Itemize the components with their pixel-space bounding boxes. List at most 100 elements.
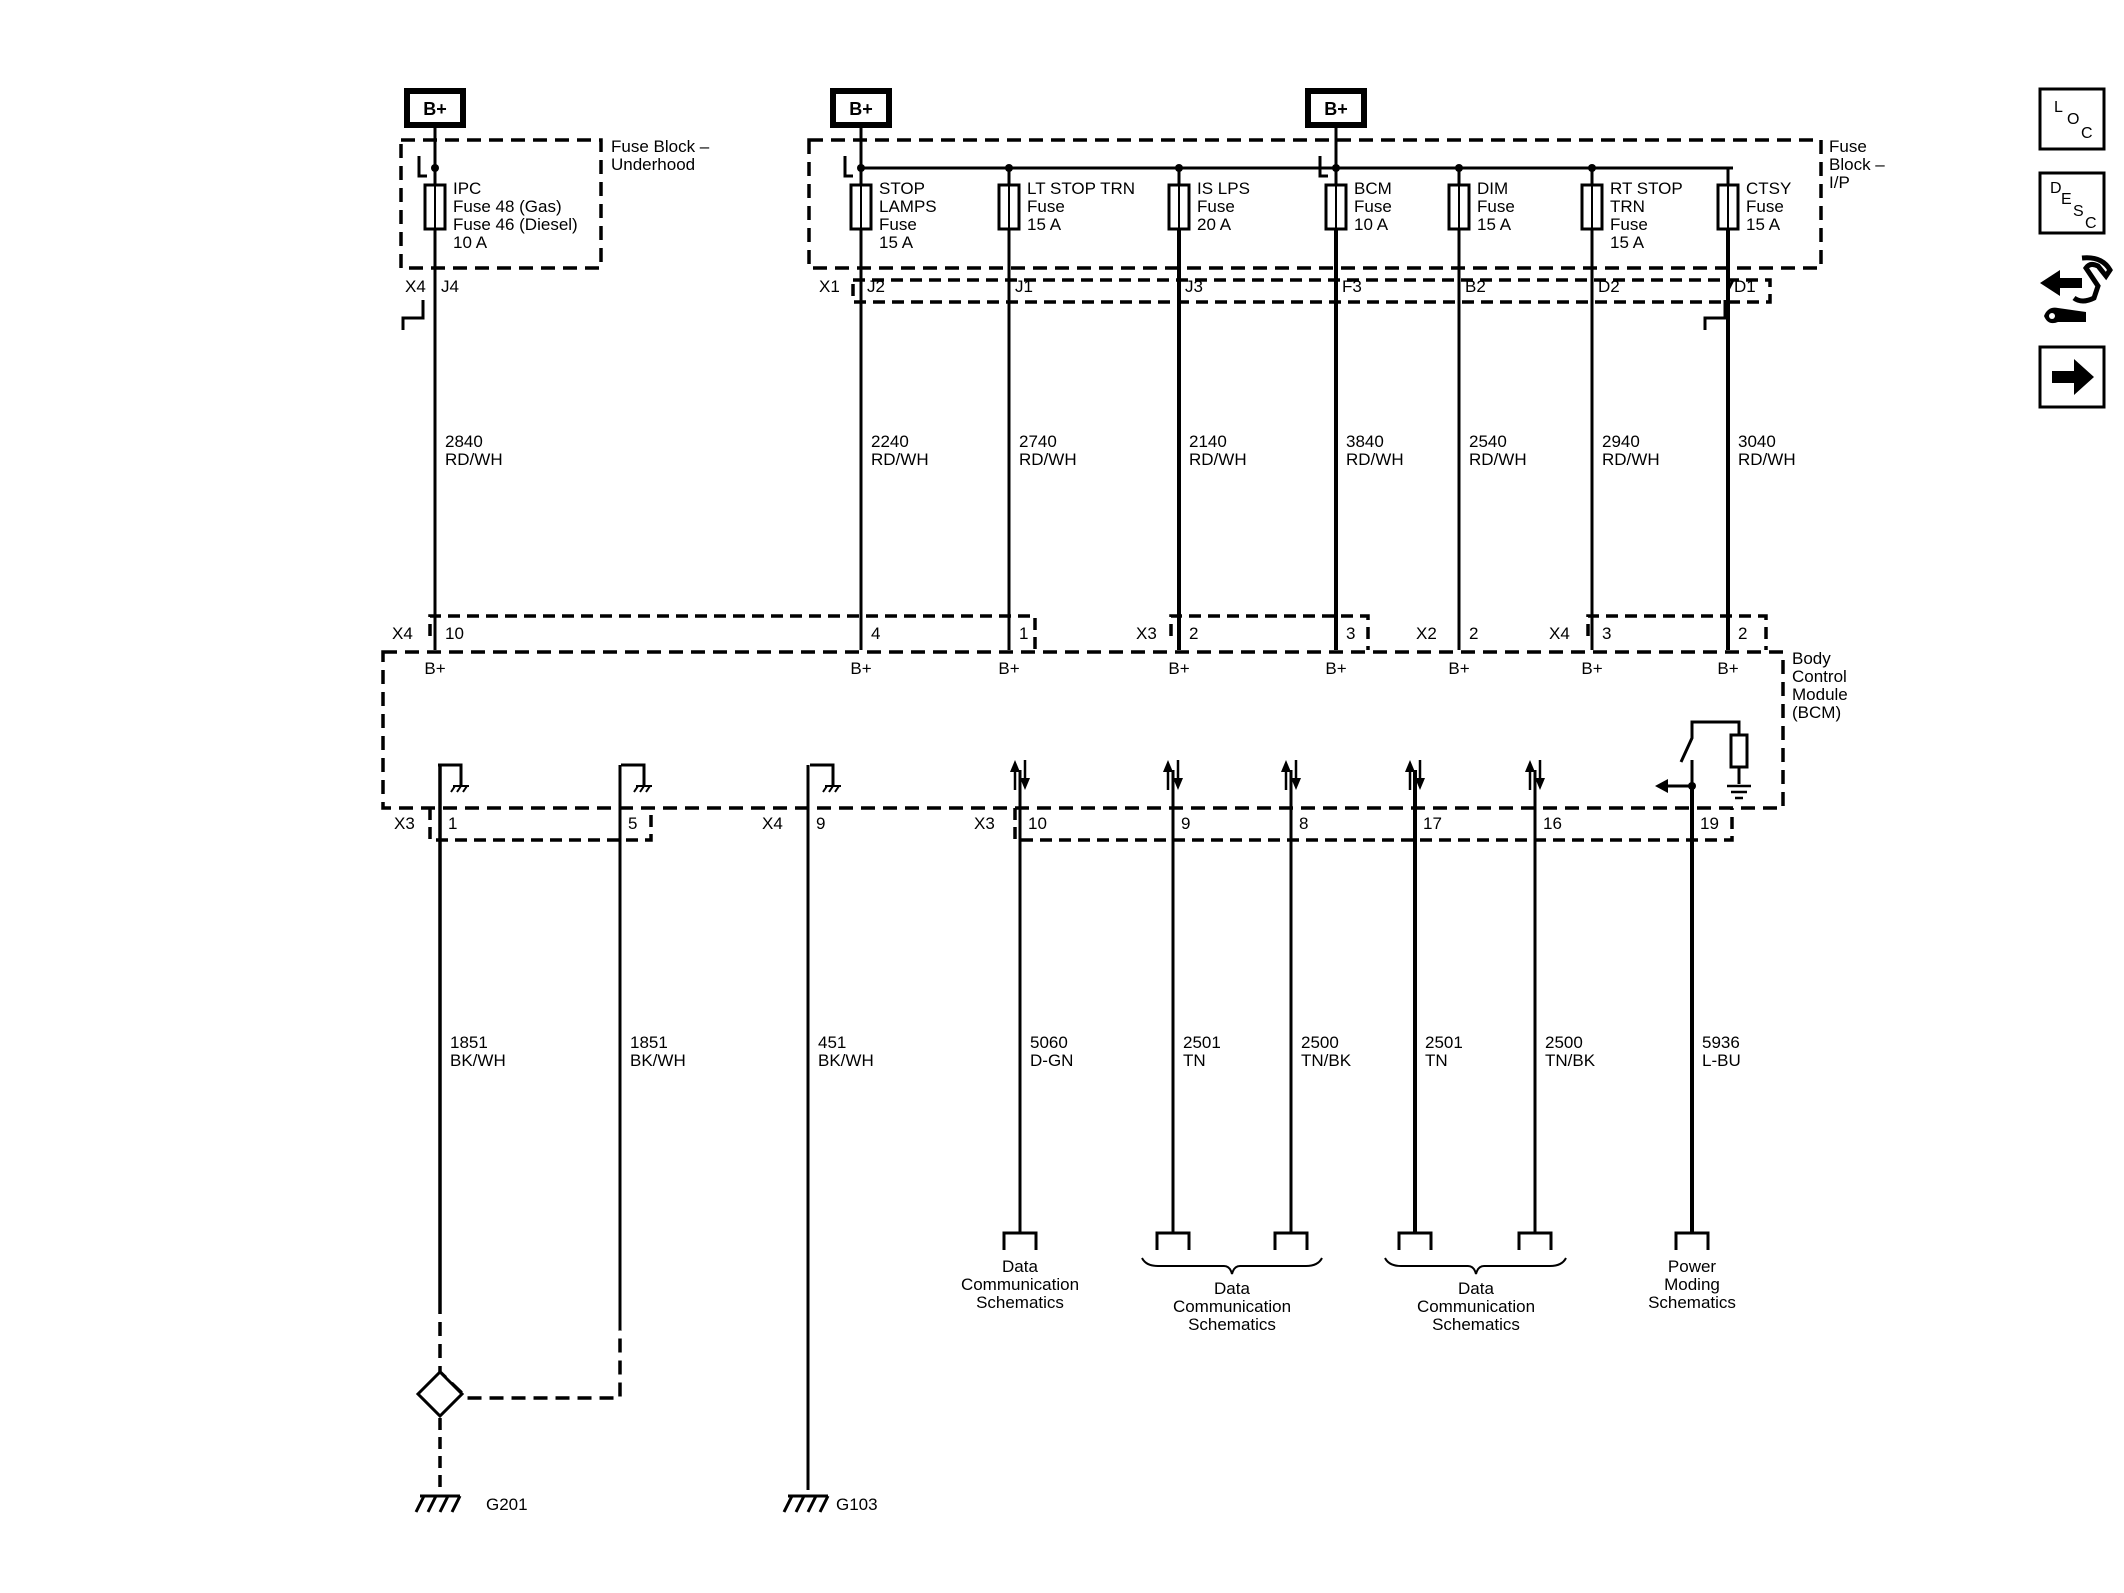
ground-terminal-g201: G201 (414, 1494, 528, 1514)
bidirectional-arrow (1010, 760, 1030, 790)
bcm-connector-label: X2 (1416, 624, 1437, 643)
ref-text: Schematics (976, 1293, 1064, 1312)
bcm-connector-label: X3 (974, 814, 995, 833)
bcm-pin-label: 8 (1299, 814, 1308, 833)
fuse-label: Fuse (1354, 197, 1392, 216)
fuse-block-underhood-line1: Fuse Block – (611, 137, 710, 156)
wire-color: RD/WH (445, 450, 503, 469)
fuse-label: Fuse 48 (Gas) (453, 197, 562, 216)
wire-number: 5936 (1702, 1033, 1740, 1052)
ref-text: Moding (1664, 1275, 1720, 1294)
wire-number: 2501 (1183, 1033, 1221, 1052)
wire-number: 5060 (1030, 1033, 1068, 1052)
fuse-block-ip-line1: Fuse (1829, 137, 1867, 156)
fuse-pin-label: D2 (1598, 277, 1620, 296)
bcm-pin-label: 2 (1469, 624, 1478, 643)
bcm-pin-label: 10 (1028, 814, 1047, 833)
bcm-pin-label: 5 (628, 814, 637, 833)
bplus-box-ip-1: B+ (830, 88, 892, 128)
bcm-connector-label: X4 (1549, 624, 1570, 643)
ground-label-g201: G201 (486, 1495, 528, 1514)
bidirectional-arrow (1525, 760, 1545, 790)
loc-letter: L (2054, 99, 2063, 116)
desc-button[interactable]: D E S C (2038, 171, 2106, 235)
wire-color: RD/WH (1738, 450, 1796, 469)
ref-data-communication-2[interactable]: Data Communication Schematics (1141, 1231, 1323, 1334)
bcm-input-bplus: B+ (1168, 659, 1189, 678)
bcm-pin-label: 4 (871, 624, 880, 643)
wire-color: BK/WH (818, 1051, 874, 1070)
ref-text: Communication (1417, 1297, 1535, 1316)
bidirectional-arrow (1281, 760, 1301, 790)
ref-data-communication-1[interactable]: Data Communication Schematics (961, 1231, 1079, 1312)
bcm-input-bplus: B+ (1448, 659, 1469, 678)
bcm-label-line1: Body (1792, 649, 1831, 668)
fuse-label: Fuse (1610, 215, 1648, 234)
wire-color: TN/BK (1301, 1051, 1352, 1070)
desc-letter: C (2085, 215, 2097, 232)
desc-letter: D (2050, 180, 2062, 197)
bcm-label-line2: Control (1792, 667, 1847, 686)
wire-number: 2501 (1425, 1033, 1463, 1052)
wire-color: RD/WH (1469, 450, 1527, 469)
bcm-pin-label: 10 (445, 624, 464, 643)
ref-text: Schematics (1648, 1293, 1736, 1312)
bplus-label: B+ (1324, 99, 1348, 119)
fuse-label: IPC (453, 179, 481, 198)
wire-number: 2940 (1602, 432, 1640, 451)
bcm-input-bplus: B+ (998, 659, 1019, 678)
wire-number: 3840 (1346, 432, 1384, 451)
fuse-label: BCM (1354, 179, 1392, 198)
bcm-pin-label: 2 (1738, 624, 1747, 643)
bcm-pin-label: 9 (1181, 814, 1190, 833)
loc-button[interactable]: L O C (2038, 87, 2106, 151)
loc-letter: O (2067, 111, 2079, 128)
wire-number: 2140 (1189, 432, 1227, 451)
fuse-label: LAMPS (879, 197, 937, 216)
fuse-label: Fuse (1477, 197, 1515, 216)
ref-text: Schematics (1188, 1315, 1276, 1334)
fuse-label: 10 A (453, 233, 488, 252)
ref-text: Communication (961, 1275, 1079, 1294)
fuse-label: Fuse (1027, 197, 1065, 216)
bplus-box-underhood: B+ (404, 88, 466, 128)
ref-power-moding[interactable]: Power Moding Schematics (1648, 1231, 1736, 1312)
bcm-input-bplus: B+ (850, 659, 871, 678)
wire-color: BK/WH (450, 1051, 506, 1070)
connector-tool-icon[interactable] (2040, 255, 2113, 324)
fuse-block-underhood-line2: Underhood (611, 155, 695, 174)
wire-number: 2500 (1301, 1033, 1339, 1052)
fuse-label: 20 A (1197, 215, 1232, 234)
data-io-arrows (1010, 760, 1545, 790)
fuse-pin-label: J2 (867, 277, 885, 296)
bcm-outline (381, 650, 1785, 810)
wire-color: TN (1425, 1051, 1448, 1070)
bcm-pin-label: 9 (816, 814, 825, 833)
fuse-block-underhood-outline (399, 138, 603, 270)
ref-data-communication-3[interactable]: Data Communication Schematics (1384, 1231, 1567, 1334)
fuse-label: RT STOP (1610, 179, 1683, 198)
wire-color: TN (1183, 1051, 1206, 1070)
bcm-input-bplus: B+ (1581, 659, 1602, 678)
bcm-pin-label: 16 (1543, 814, 1562, 833)
fuse-label: LT STOP TRN (1027, 179, 1135, 198)
power-moding-switch-symbol (1655, 720, 1751, 800)
bcm-pin-label: 1 (448, 814, 457, 833)
ref-text: Power (1668, 1257, 1717, 1276)
bplus-box-ip-2: B+ (1305, 88, 1367, 128)
next-page-arrow-icon[interactable] (2038, 345, 2106, 409)
fuse-pin-label: B2 (1465, 277, 1486, 296)
